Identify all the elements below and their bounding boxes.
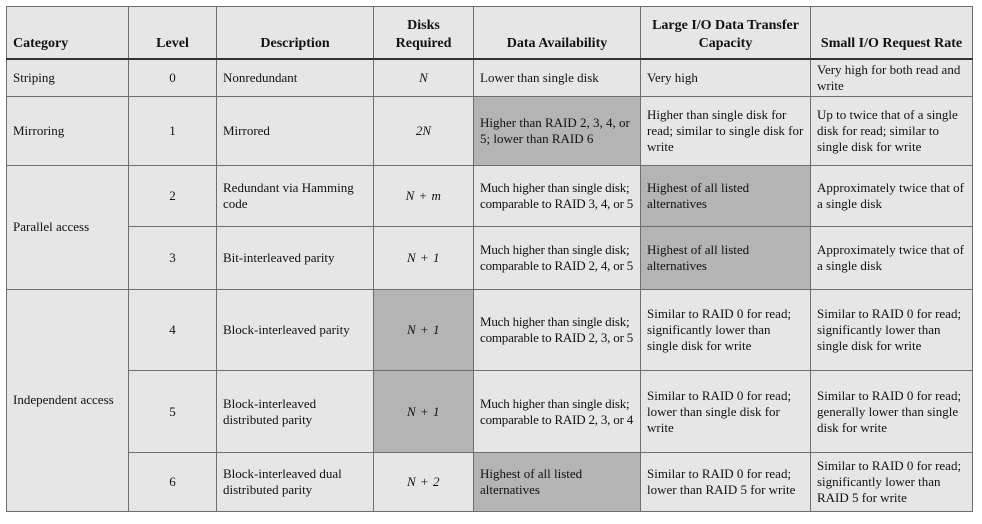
disks-cell: N + 1 [373, 370, 474, 454]
table-row: Mirroring 1 Mirrored 2N Higher than RAID… [6, 95, 973, 166]
header-data-availability: Data Availability [473, 6, 641, 59]
availability-cell: Much higher than single disk; comparable… [473, 225, 641, 290]
disks-cell: N [373, 58, 474, 97]
table-row: 5 Block-interleaved distributed parity N… [7, 370, 973, 454]
table-row: Striping 0 Nonredundant N Lower than sin… [6, 58, 973, 97]
raid-levels-table: Category Level Description Disks Require… [6, 6, 973, 513]
level-cell: 0 [128, 58, 217, 97]
description-cell: Nonredundant [216, 58, 374, 97]
disks-cell: N + 1 [373, 288, 474, 372]
small-io-cell: Approximately twice that of a single dis… [810, 164, 973, 227]
disks-cell: N + 1 [373, 225, 474, 290]
small-io-cell: Approximately twice that of a single dis… [810, 225, 973, 290]
table-row: 6 Block-interleaved dual distributed par… [7, 452, 973, 512]
category-cell: Striping [6, 58, 129, 97]
description-cell: Redundant via Hamming code [216, 164, 374, 227]
header-level: Level [128, 6, 217, 59]
availability-cell: Much higher than single disk; comparable… [473, 164, 641, 227]
table-row: 3 Bit-interleaved parity N + 1 Much high… [7, 225, 973, 290]
header-large-io: Large I/O Data Transfer Capacity [640, 6, 811, 59]
level-cell: 5 [128, 370, 217, 454]
availability-cell: Lower than single disk [473, 58, 641, 97]
table-row: Independent access 4 Block-interleaved p… [6, 288, 973, 513]
level-cell: 6 [128, 452, 217, 512]
level-cell: 2 [128, 164, 217, 227]
small-io-cell: Similar to RAID 0 for read; significantl… [810, 288, 973, 372]
availability-cell: Much higher than single disk; comparable… [473, 370, 641, 454]
level-cell: 3 [128, 225, 217, 290]
table-row: Parallel access 2 Redundant via Hamming … [6, 164, 973, 290]
category-cell: Independent access [6, 288, 129, 513]
header-row: Category Level Description Disks Require… [6, 6, 973, 59]
large-io-cell: Highest of all listed alternatives [640, 164, 811, 227]
category-cell: Mirroring [6, 95, 129, 166]
availability-cell: Much higher than single disk; comparable… [473, 288, 641, 372]
header-disks-required: Disks Required [373, 6, 474, 59]
header-description: Description [216, 6, 374, 59]
large-io-cell: Higher than single disk for read; simila… [640, 95, 811, 166]
small-io-cell: Similar to RAID 0 for read; significantl… [810, 452, 973, 512]
description-cell: Bit-interleaved parity [216, 225, 374, 290]
description-cell: Block-interleaved distributed parity [216, 370, 374, 454]
large-io-cell: Similar to RAID 0 for read; significantl… [640, 288, 811, 372]
small-io-cell: Up to twice that of a single disk for re… [810, 95, 973, 166]
small-io-cell: Very high for both read and write [810, 58, 973, 97]
description-cell: Block-interleaved dual distributed parit… [216, 452, 374, 512]
description-cell: Mirrored [216, 95, 374, 166]
header-category: Category [6, 6, 129, 59]
large-io-cell: Similar to RAID 0 for read; lower than s… [640, 370, 811, 454]
availability-cell: Higher than RAID 2, 3, 4, or 5; lower th… [473, 95, 641, 166]
availability-cell: Highest of all listed alternatives [473, 452, 641, 512]
level-cell: 1 [128, 95, 217, 166]
large-io-cell: Very high [640, 58, 811, 97]
header-small-io: Small I/O Request Rate [810, 6, 973, 59]
small-io-cell: Similar to RAID 0 for read; generally lo… [810, 370, 973, 454]
level-cell: 4 [128, 288, 217, 372]
category-cell: Parallel access [6, 164, 129, 290]
description-cell: Block-interleaved parity [216, 288, 374, 372]
disks-cell: 2N [373, 95, 474, 166]
disks-cell: N + 2 [373, 452, 474, 512]
disks-cell: N + m [373, 164, 474, 227]
large-io-cell: Highest of all listed alternatives [640, 225, 811, 290]
large-io-cell: Similar to RAID 0 for read; lower than R… [640, 452, 811, 512]
